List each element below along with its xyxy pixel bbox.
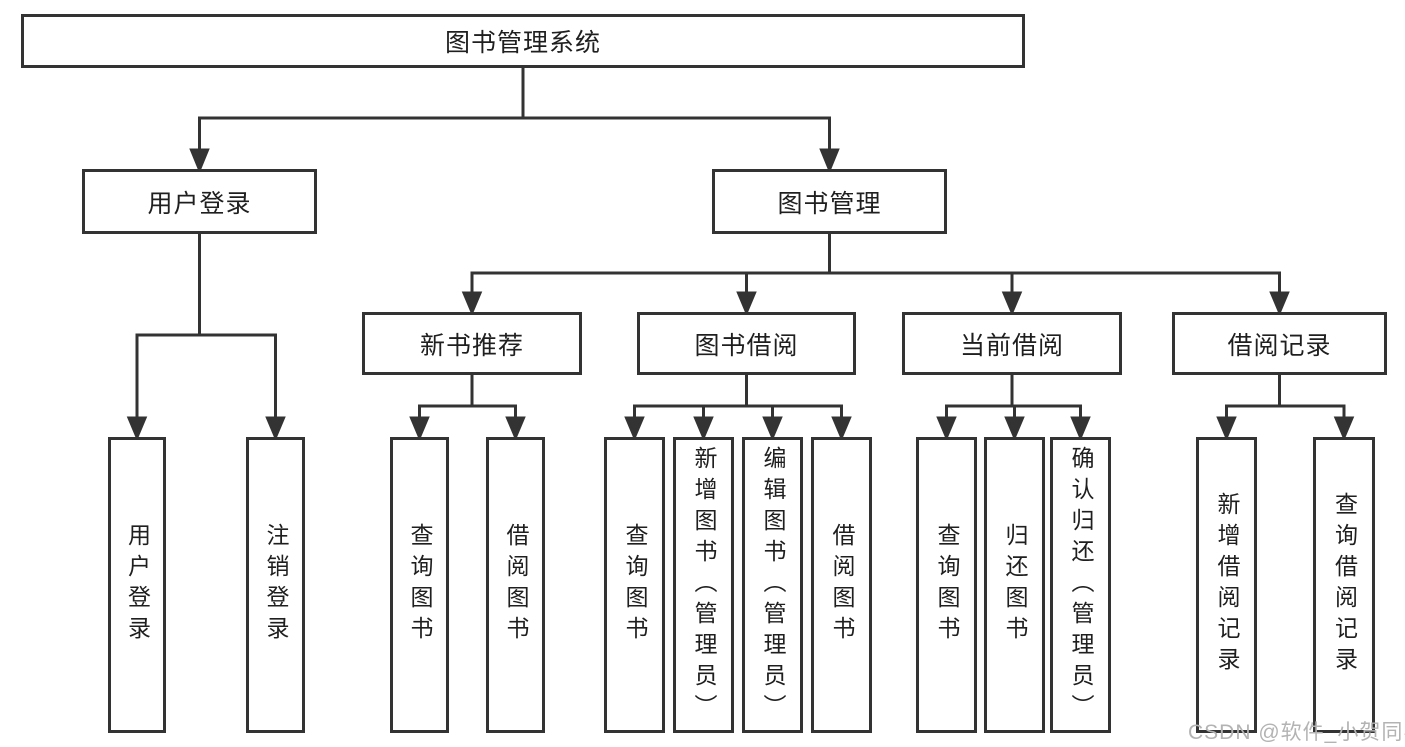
- connector-current-borrow-children: [936, 375, 1091, 441]
- connector-user-login-children: [126, 234, 286, 441]
- node-current-borrow: 当前借阅: [902, 312, 1122, 375]
- connector-book-management-children: [461, 234, 1290, 316]
- leaf-recommend-query-book: 查询图书: [390, 437, 449, 733]
- leaf-current-query-book: 查询图书: [916, 437, 977, 733]
- leaf-current-return-book: 归还图书: [984, 437, 1045, 733]
- node-borrow-record: 借阅记录: [1172, 312, 1387, 375]
- connector-book-borrow-children: [624, 375, 852, 441]
- leaf-recommend-borrow-book: 借阅图书: [486, 437, 545, 733]
- connector-root-to-level2: [189, 68, 840, 174]
- leaf-record-add: 新增借阅记录: [1196, 437, 1257, 733]
- leaf-user-login: 用户登录: [108, 437, 166, 733]
- leaf-current-confirm-return: 确认归还（管理员）: [1050, 437, 1111, 733]
- csdn-watermark: CSDN @软件_小贺同学: [1188, 721, 1405, 744]
- node-new-book-recommend: 新书推荐: [362, 312, 582, 375]
- node-root: 图书管理系统: [21, 14, 1025, 68]
- node-user-login-group: 用户登录: [82, 169, 317, 234]
- connector-new-book-recommend-children: [409, 375, 526, 441]
- connector-borrow-record-children: [1216, 375, 1355, 441]
- leaf-borrow-edit-book: 编辑图书（管理员）: [742, 437, 803, 733]
- leaf-borrow-add-book: 新增图书（管理员）: [673, 437, 734, 733]
- leaf-logout: 注销登录: [246, 437, 305, 733]
- leaf-record-query: 查询借阅记录: [1313, 437, 1375, 733]
- leaf-borrow-query-book: 查询图书: [604, 437, 665, 733]
- node-book-borrow: 图书借阅: [637, 312, 856, 375]
- node-book-management-group: 图书管理: [712, 169, 947, 234]
- leaf-borrow-borrow-book: 借阅图书: [811, 437, 872, 733]
